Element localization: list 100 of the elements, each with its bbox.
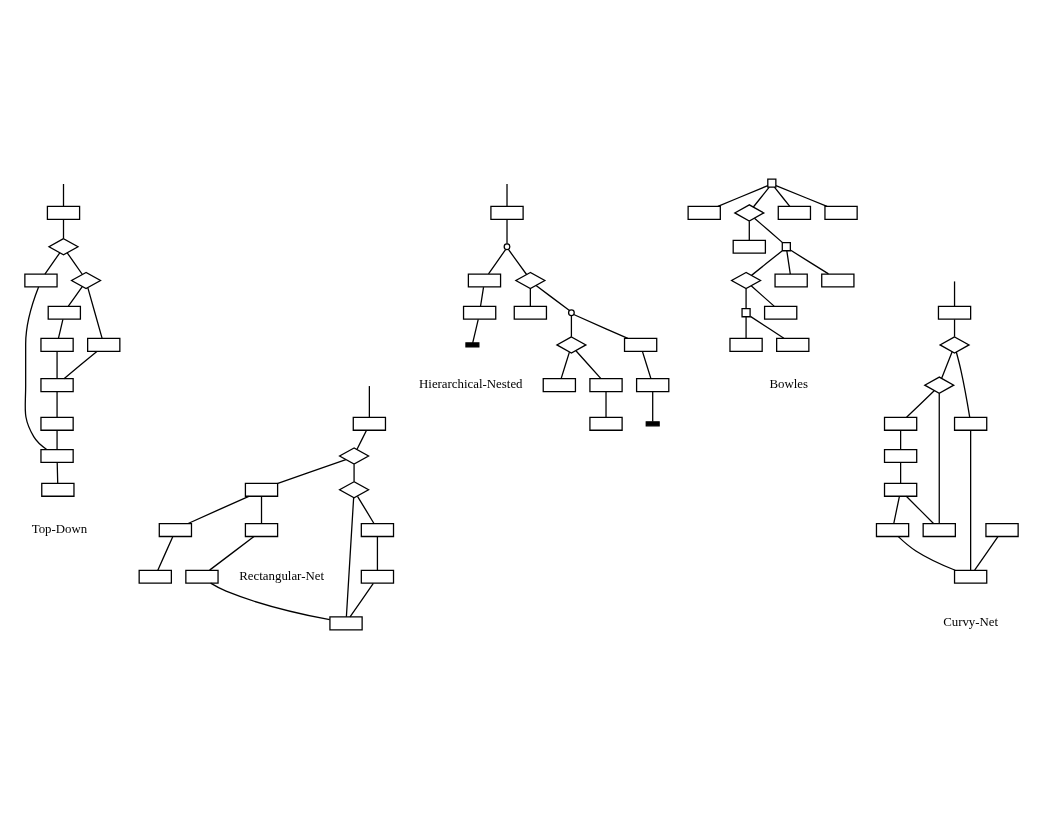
connector [506, 182, 508, 207]
label: Curvy-Net [943, 614, 999, 629]
connector [899, 429, 902, 450]
connector [66, 251, 84, 275]
connector [187, 495, 250, 524]
connector [570, 314, 573, 337]
node-square [741, 307, 751, 317]
node-box [513, 305, 548, 320]
connector [641, 350, 652, 379]
connector [750, 284, 775, 307]
node-box [776, 337, 810, 352]
connector [87, 286, 103, 339]
node-box [883, 448, 918, 463]
connector [748, 220, 750, 241]
connector [749, 315, 785, 339]
node-box [883, 416, 918, 431]
node-box [46, 205, 81, 220]
connector [899, 461, 902, 484]
node-box [774, 272, 808, 288]
connector [745, 315, 747, 339]
node-bar [465, 341, 480, 348]
connector [376, 535, 379, 571]
node-box [729, 337, 763, 352]
connector [44, 251, 61, 275]
node-box [360, 569, 395, 584]
connector [345, 496, 355, 617]
node-box [883, 482, 918, 497]
connector [62, 218, 65, 239]
connector [277, 458, 347, 484]
connector [368, 384, 370, 418]
node-box [352, 416, 387, 431]
connector [479, 286, 485, 307]
node-square [767, 177, 777, 188]
connector [353, 463, 355, 482]
connector [905, 389, 935, 418]
node-box [490, 205, 524, 220]
connector [507, 248, 528, 275]
connector [745, 287, 747, 309]
connector [63, 350, 98, 379]
connector [652, 390, 654, 422]
connector [208, 535, 255, 571]
node-diamond [47, 237, 80, 255]
node-box [623, 337, 658, 352]
node-diamond [733, 203, 766, 222]
node-box [329, 615, 363, 630]
node-box [687, 205, 721, 220]
connector [209, 582, 331, 620]
node-box [777, 205, 812, 220]
connector [605, 390, 607, 418]
node-bar [645, 420, 660, 426]
node-box [87, 337, 121, 352]
node-box [40, 448, 74, 463]
connector [24, 285, 48, 450]
node-diamond [338, 446, 370, 465]
connector [56, 350, 58, 379]
connector [56, 461, 59, 484]
connector [953, 280, 956, 307]
node-box [40, 377, 74, 392]
connector [487, 248, 507, 275]
node-box [244, 482, 279, 497]
node-box [589, 377, 623, 392]
node-box [185, 569, 219, 584]
connector [789, 248, 830, 274]
node-box [138, 569, 172, 584]
connector [752, 186, 770, 208]
node-box [635, 377, 670, 392]
connector [472, 318, 479, 343]
connector [938, 392, 940, 524]
connector [506, 218, 508, 244]
node-box [875, 522, 910, 537]
node-box [763, 305, 798, 320]
node-box [824, 205, 858, 220]
connector [575, 349, 602, 379]
node-box [47, 305, 82, 320]
connector [974, 535, 999, 571]
connector [750, 249, 783, 276]
connector [897, 535, 956, 571]
connector [893, 495, 901, 524]
connector [970, 429, 972, 571]
connector [56, 429, 58, 450]
node-box [41, 482, 75, 497]
connector [535, 284, 571, 311]
node-box [953, 416, 988, 431]
node-box [821, 272, 855, 288]
node-box [937, 305, 972, 320]
node-box [589, 416, 623, 431]
node-box [24, 272, 58, 288]
label: Top-Down [31, 521, 88, 536]
node-diamond [938, 335, 971, 354]
node-box [244, 522, 279, 537]
connector [717, 184, 769, 207]
connector [560, 350, 571, 379]
node-circle [567, 308, 575, 316]
node-diamond [514, 271, 547, 289]
connector [753, 217, 784, 243]
connector [773, 186, 791, 207]
node-diamond [555, 335, 588, 354]
label: Bowles [769, 376, 809, 391]
connector [905, 495, 935, 524]
connector [260, 495, 263, 524]
